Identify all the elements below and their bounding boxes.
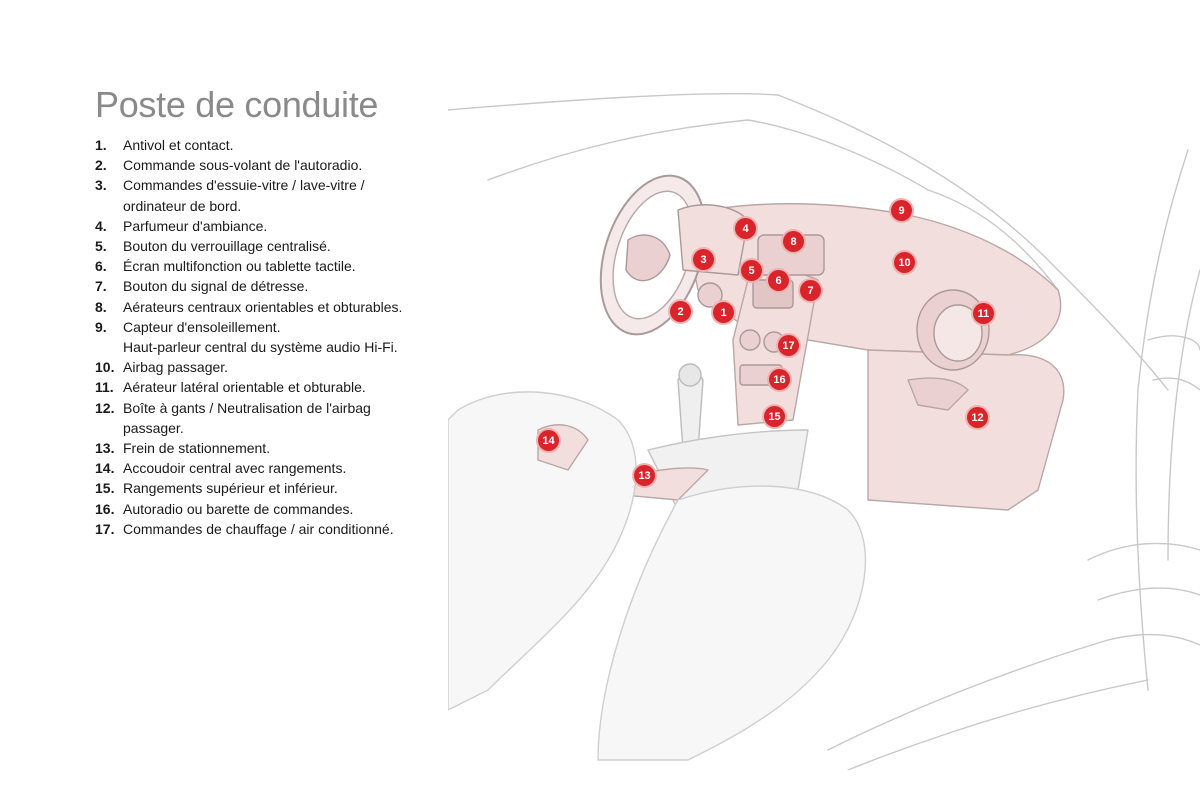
legend-number: 10. [95,359,115,376]
marker-17: 17 [778,335,799,356]
legend-item: 6. Écran multifonction ou tablette tactil… [95,256,415,276]
legend-text: Frein de stationnement. [123,440,271,457]
legend-text: Capteur d'ensoleillement. Haut-parleur c… [123,318,398,356]
legend-item: 3. Commandes d'essuie-vitre / lave-vitre … [95,175,415,215]
legend-text: Rangements supérieur et inférieur. [123,480,338,497]
marker-5: 5 [741,260,762,281]
marker-1: 1 [713,302,734,323]
legend-number: 9. [95,318,107,335]
legend-text: Boîte à gants / Neutralisation de l'airb… [123,399,371,436]
marker-13: 13 [634,465,655,486]
legend-text: Écran multifonction ou tablette tactile. [123,258,356,275]
legend-item: 14. Accoudoir central avec rangements. [95,458,415,478]
legend-text: Accoudoir central avec rangements. [123,460,347,477]
legend-number: 3. [95,177,107,194]
legend-text: Commandes de chauffage / air conditionné… [123,520,394,537]
component-legend: 1. Antivol et contact. 2. Commande sous-vo… [95,135,415,539]
legend-item: 11. Aérateur latéral orientable et obtura… [95,377,415,397]
legend-item: 12. Boîte à gants / Neutralisation de l'a… [95,398,415,438]
legend-number: 11. [95,379,114,396]
legend-number: 1. [95,137,107,153]
page-title: Poste de conduite [95,84,379,125]
legend-number: 14. [95,460,115,477]
legend-text: Airbag passager. [123,359,229,376]
marker-4: 4 [735,218,756,239]
marker-2: 2 [670,301,691,322]
marker-11: 11 [973,303,994,324]
marker-3: 3 [693,249,714,270]
legend-item: 9. Capteur d'ensoleillement. Haut-parleur… [95,317,415,357]
legend-text: Antivol et contact. [123,137,234,153]
legend-item: 16. Autoradio ou barette de commandes. [95,499,415,519]
legend-item: 4. Parfumeur d'ambiance. [95,216,415,236]
legend-number: 17. [95,520,115,537]
legend-text: Commande sous-volant de l'autoradio. [123,157,363,174]
legend-item: 15. Rangements supérieur et inférieur. [95,478,415,498]
marker-10: 10 [894,252,915,273]
legend-item: 8. Aérateurs centraux orientables et obtu… [95,297,415,317]
legend-text: Aérateurs centraux orientables et obtura… [123,298,403,315]
legend-text: Bouton du verrouillage centralisé. [123,238,331,255]
legend-number: 16. [95,500,115,517]
legend-number: 8. [95,298,107,315]
legend-number: 6. [95,258,107,275]
legend-item: 7. Bouton du signal de détresse. [95,276,415,296]
legend-number: 4. [95,217,107,234]
legend-item: 17. Commandes de chauffage / air conditio… [95,519,415,539]
marker-8: 8 [783,231,804,252]
marker-12: 12 [967,407,988,428]
legend-text: Bouton du signal de détresse. [123,278,309,295]
legend-text: Parfumeur d'ambiance. [123,217,268,234]
legend-item: 5. Bouton du verrouillage centralisé. [95,236,415,256]
legend-number: 13. [95,440,115,457]
legend-item: 2. Commande sous-volant de l'autoradio. [95,155,415,175]
marker-9: 9 [891,200,912,221]
dashboard-line-drawing [448,92,1200,770]
legend-number: 7. [95,278,107,295]
legend-number: 2. [95,157,107,174]
legend-text: Autoradio ou barette de commandes. [123,500,354,517]
legend-number: 15. [95,480,115,497]
marker-14: 14 [538,430,559,451]
marker-7: 7 [800,280,821,301]
marker-6: 6 [768,270,789,291]
legend-number: 12. [95,399,115,416]
legend-item: 13. Frein de stationnement. [95,438,415,458]
dashboard-illustration: 1 2 3 4 5 6 7 8 9 10 11 12 13 14 15 16 1… [448,90,1200,770]
legend-item: 10. Airbag passager. [95,357,415,377]
legend-number: 5. [95,238,107,255]
marker-16: 16 [769,369,790,390]
marker-15: 15 [764,406,785,427]
legend-text: Commandes d'essuie-vitre / lave-vitre / … [123,177,365,214]
legend-text: Aérateur latéral orientable et obturable… [123,379,366,396]
legend-item: 1. Antivol et contact. [95,135,415,155]
